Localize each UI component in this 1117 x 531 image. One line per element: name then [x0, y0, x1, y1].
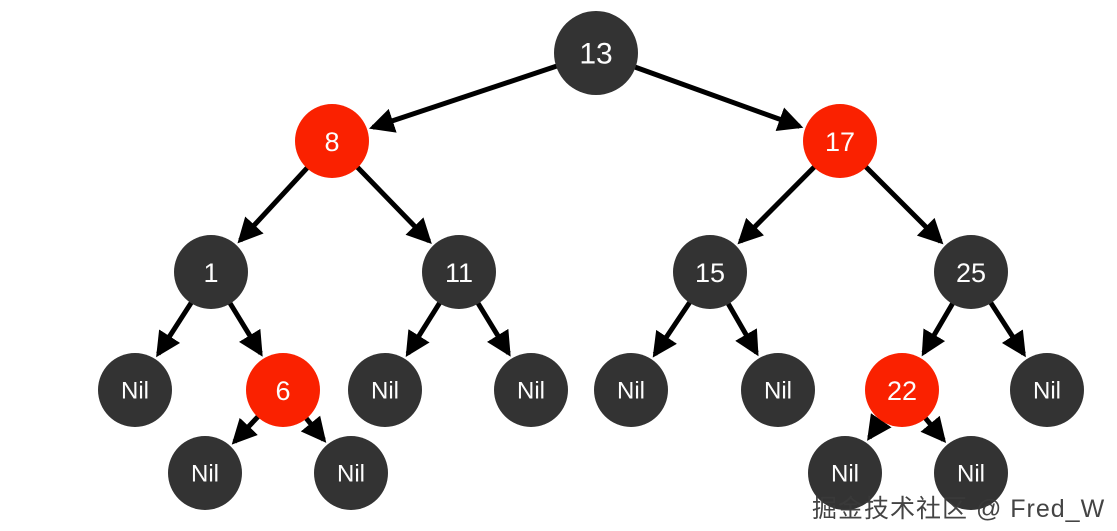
node-label: 8 — [324, 127, 339, 157]
tree-node[interactable]: Nil — [168, 436, 242, 510]
node-circle-red — [246, 353, 320, 427]
node-label: 1 — [203, 258, 218, 288]
tree-node[interactable]: 17 — [803, 104, 877, 178]
node-circle-black — [314, 436, 388, 510]
node-label: 6 — [275, 376, 290, 406]
tree-edge — [632, 64, 804, 132]
tree-edge — [354, 164, 432, 244]
tree-edge — [156, 300, 195, 358]
tree-edge — [987, 300, 1026, 358]
node-circle-black — [934, 235, 1008, 309]
node-label: Nil — [957, 461, 985, 488]
tree-edge — [231, 413, 261, 445]
node-circle-black — [1010, 353, 1084, 427]
tree-node[interactable]: Nil — [594, 353, 668, 427]
node-label: 13 — [579, 38, 612, 71]
node-circle-black — [98, 353, 172, 427]
node-circle-black — [741, 353, 815, 427]
tree-edge — [405, 300, 443, 357]
node-circle-black — [494, 353, 568, 427]
tree-node[interactable]: 1 — [174, 235, 248, 309]
tree-node[interactable]: Nil — [741, 353, 815, 427]
node-circle-black — [808, 436, 882, 510]
tree-node[interactable]: 8 — [295, 104, 369, 178]
node-label: Nil — [191, 461, 219, 488]
node-label: Nil — [1033, 378, 1061, 405]
node-label: Nil — [517, 378, 545, 405]
tree-edge — [652, 299, 693, 358]
tree-edge — [227, 300, 263, 357]
tree-node[interactable]: Nil — [314, 436, 388, 510]
node-label: Nil — [337, 461, 365, 488]
node-circle-black — [174, 235, 248, 309]
node-circle-black — [168, 436, 242, 510]
tree-edge — [920, 415, 947, 444]
node-circle-red — [295, 104, 369, 178]
tree-node[interactable]: 15 — [673, 235, 747, 309]
node-label: 15 — [695, 258, 725, 288]
tree-node[interactable]: 11 — [422, 235, 496, 309]
tree-edge — [921, 300, 956, 357]
tree-node[interactable]: 25 — [934, 235, 1008, 309]
tree-node[interactable]: 6 — [246, 353, 320, 427]
node-label: Nil — [831, 461, 859, 488]
tree-node[interactable]: Nil — [934, 436, 1008, 510]
node-circle-black — [934, 436, 1008, 510]
tree-edge — [237, 165, 311, 244]
tree-edge — [300, 415, 327, 443]
node-circle-red — [865, 353, 939, 427]
node-label: Nil — [121, 378, 149, 405]
tree-edge — [475, 300, 511, 357]
node-circle-red — [803, 104, 877, 178]
node-label: 17 — [825, 127, 855, 157]
tree-node[interactable]: Nil — [808, 436, 882, 510]
tree-node[interactable]: Nil — [494, 353, 568, 427]
edges-layer — [156, 63, 1026, 445]
node-circle-black — [422, 235, 496, 309]
node-label: 25 — [956, 258, 986, 288]
tree-edge — [867, 413, 892, 441]
node-label: 11 — [445, 258, 473, 288]
node-circle-black — [673, 235, 747, 309]
node-label: Nil — [371, 378, 399, 405]
tree-edge — [368, 63, 559, 133]
tree-node[interactable]: 13 — [554, 11, 638, 95]
tree-node[interactable]: Nil — [348, 353, 422, 427]
tree-edge — [737, 164, 818, 245]
watermark-label: 掘金技术社区 @ Fred_W — [812, 495, 1106, 523]
tree-node[interactable]: Nil — [1010, 353, 1084, 427]
tree-edge — [725, 301, 759, 357]
tree-node[interactable]: Nil — [98, 353, 172, 427]
node-label: Nil — [617, 378, 645, 405]
node-circle-black — [348, 353, 422, 427]
node-circle-black — [594, 353, 668, 427]
tree-edge — [862, 163, 944, 245]
node-label: Nil — [764, 378, 792, 405]
node-label: 22 — [887, 376, 917, 406]
node-circle-black — [554, 11, 638, 95]
tree-node[interactable]: 22 — [865, 353, 939, 427]
